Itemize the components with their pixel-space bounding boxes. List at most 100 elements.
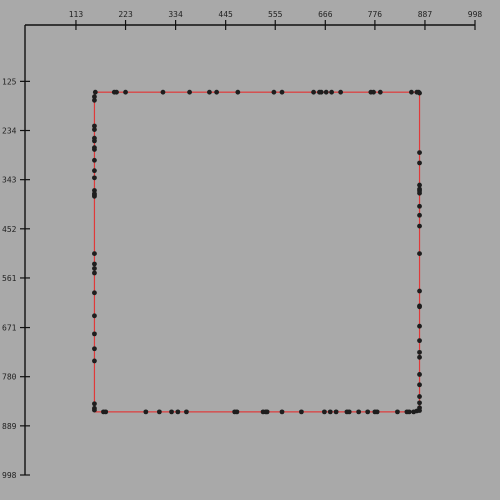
data-point [92, 97, 97, 103]
data-point [417, 323, 422, 329]
data-point [92, 261, 97, 267]
data-point [417, 288, 422, 294]
data-point [318, 89, 324, 95]
data-point [395, 409, 400, 415]
x-tick-label: 445 [218, 10, 233, 19]
data-point [417, 90, 422, 96]
y-tick-label: 125 [2, 77, 17, 86]
data-point [92, 89, 98, 95]
data-point [169, 409, 174, 415]
data-point [92, 175, 97, 181]
data-point [327, 409, 333, 415]
data-point [321, 409, 327, 415]
x-tick-label: 334 [168, 10, 183, 19]
y-tick-label: 671 [2, 324, 17, 333]
data-point [175, 409, 181, 415]
data-point [156, 409, 162, 415]
x-tick-label: 887 [418, 10, 433, 19]
x-tick-label: 223 [118, 10, 133, 19]
x-tick-label: 113 [69, 10, 84, 19]
axes [24, 24, 475, 475]
data-point [279, 409, 285, 415]
data-point [417, 203, 422, 209]
data-point [417, 150, 422, 156]
data-point [92, 407, 97, 413]
data-point [417, 160, 422, 166]
data-point [92, 358, 97, 364]
data-point [417, 190, 422, 196]
x-tick-label: 776 [368, 10, 383, 19]
data-point [271, 89, 277, 95]
data-point [207, 89, 212, 95]
data-point [417, 382, 422, 388]
data-point [409, 89, 414, 95]
y-tick-label: 343 [2, 176, 17, 185]
data-point [365, 409, 371, 415]
data-point [333, 409, 339, 415]
data-point [92, 270, 97, 276]
y-tick-label: 234 [2, 127, 17, 136]
x-tick-label: 998 [468, 10, 483, 19]
data-point [92, 193, 97, 199]
data-point [417, 223, 422, 229]
data-point [338, 89, 344, 95]
data-point [92, 123, 97, 129]
y-tick-label: 561 [2, 274, 17, 283]
data-point [417, 400, 422, 406]
data-point [414, 408, 420, 414]
data-point [356, 409, 362, 415]
data-point [346, 409, 352, 415]
data-point [264, 409, 270, 415]
data-point [92, 266, 97, 271]
data-point [92, 313, 97, 319]
data-point [279, 89, 285, 95]
data-point [417, 212, 422, 218]
data-point [184, 409, 189, 415]
data-point [417, 394, 422, 399]
data-point [417, 251, 422, 257]
data-point [92, 168, 97, 174]
data-point [143, 409, 149, 415]
data-point [114, 89, 119, 95]
y-tick-label: 452 [2, 225, 17, 234]
data-point [417, 349, 422, 355]
data-point [417, 304, 422, 310]
data-point [160, 89, 166, 95]
y-tick-label: 889 [2, 422, 17, 431]
data-point [235, 89, 241, 95]
data-point [214, 89, 220, 95]
x-tick-label: 555 [268, 10, 283, 19]
data-point [92, 157, 97, 163]
data-point [123, 89, 128, 95]
data-point [329, 89, 335, 95]
data-point [103, 409, 109, 415]
data-point [92, 147, 97, 152]
data-point [92, 346, 97, 352]
outline-rectangle [93, 91, 421, 413]
data-point [371, 89, 376, 95]
data-point [299, 409, 304, 415]
data-point [234, 409, 240, 415]
data-point [92, 401, 97, 407]
data-point [187, 89, 192, 95]
data-point [417, 338, 422, 344]
data-point [92, 127, 97, 133]
data-point [92, 251, 97, 257]
y-tick-label: 780 [2, 373, 17, 382]
data-point [406, 409, 412, 415]
data-point [377, 89, 383, 95]
data-point [374, 409, 380, 415]
data-point [417, 372, 422, 377]
data-point [92, 94, 97, 100]
data-points [92, 89, 422, 415]
data-point [92, 138, 97, 144]
y-tick-label: 998 [2, 471, 17, 480]
data-point [311, 89, 316, 95]
data-point [417, 354, 422, 360]
data-point [417, 182, 422, 188]
data-point [323, 89, 329, 95]
data-point [92, 290, 97, 296]
data-point [92, 331, 97, 337]
